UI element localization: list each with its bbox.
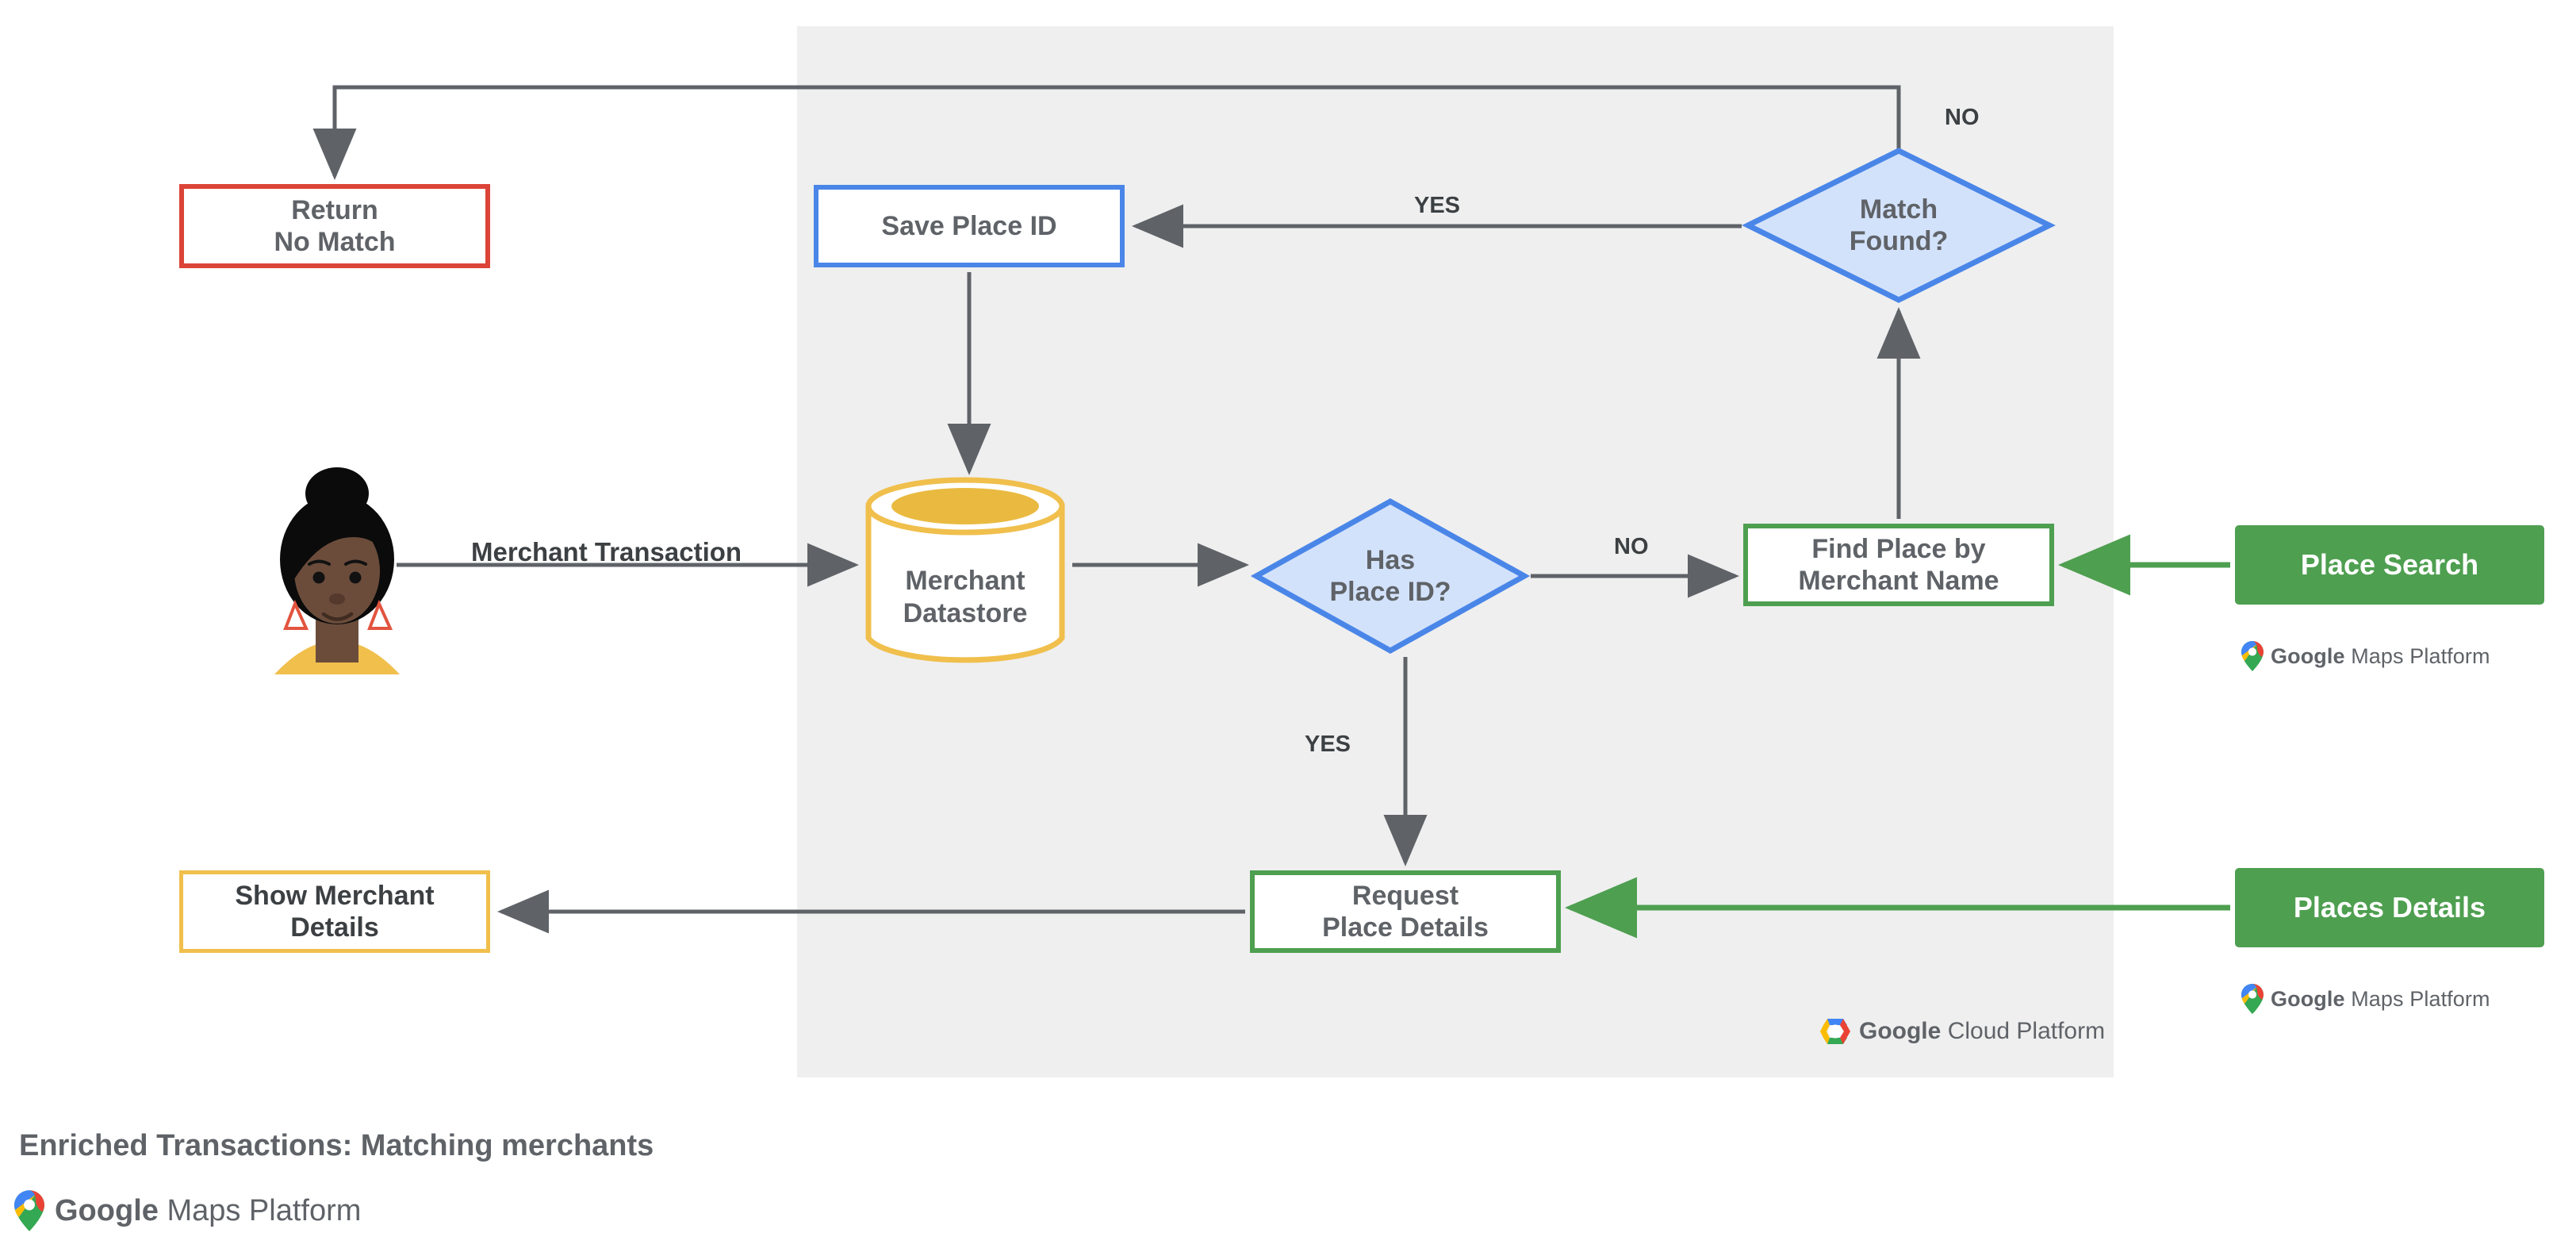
node-return-no-match[interactable]: Return No Match — [179, 184, 490, 268]
footer-google-maps-platform-logo: Google Maps Platform — [14, 1190, 361, 1231]
google-maps-platform-wordmark: Google Maps Platform — [2271, 643, 2490, 668]
node-show-merchant-details[interactable]: Show Merchant Details — [179, 870, 490, 953]
google-maps-platform-logo-places-details: Google Maps Platform — [2241, 984, 2490, 1014]
edge-label-match-found-yes: YES — [1414, 193, 1461, 218]
node-match-found-decision[interactable]: Match Found? — [1742, 148, 2056, 303]
edge-label-has-place-id-yes: YES — [1305, 732, 1351, 757]
edge-label-match-found-no: NO — [1945, 105, 1980, 130]
google-maps-platform-wordmark: Google Maps Platform — [2271, 986, 2490, 1011]
edge-match-no — [312, 85, 1901, 180]
edge-label-merchant-transaction: Merchant Transaction — [471, 537, 742, 566]
merchant-datastore-label: Merchant Datastore — [903, 566, 1028, 628]
customer-avatar — [262, 460, 412, 674]
chip-places-details[interactable]: Places Details — [2235, 868, 2544, 947]
maps-pin-icon — [2241, 641, 2264, 671]
chip-place-search[interactable]: Place Search — [2235, 525, 2544, 605]
maps-pin-icon — [2241, 984, 2264, 1014]
google-maps-platform-wordmark: Google Maps Platform — [55, 1193, 362, 1227]
node-merchant-datastore[interactable]: Merchant Datastore — [863, 476, 1068, 668]
google-maps-platform-logo-place-search: Google Maps Platform — [2241, 641, 2490, 671]
node-has-place-id-decision[interactable]: Has Place ID? — [1250, 497, 1531, 655]
diagram-caption: Enriched Transactions: Matching merchant… — [19, 1129, 654, 1162]
google-cloud-platform-wordmark: Google Cloud Platform — [1859, 1018, 2106, 1044]
node-save-place-id[interactable]: Save Place ID — [814, 185, 1125, 267]
edge-label-has-place-id-no: NO — [1614, 534, 1649, 559]
maps-pin-icon — [14, 1190, 44, 1231]
cloud-hexagon-icon — [1820, 1019, 1850, 1044]
google-cloud-platform-logo: Google Cloud Platform — [1819, 1017, 2105, 1046]
node-request-place-details[interactable]: Request Place Details — [1250, 870, 1561, 953]
node-find-place-by-merchant-name[interactable]: Find Place by Merchant Name — [1743, 524, 2054, 606]
